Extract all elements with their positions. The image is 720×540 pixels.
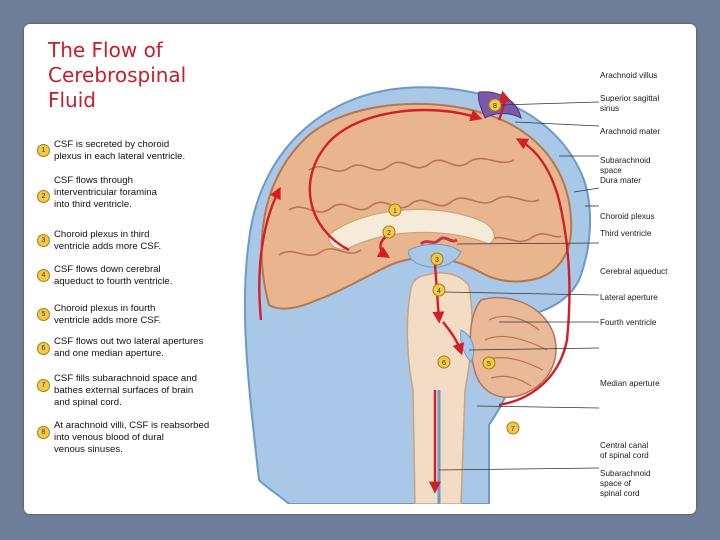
label-arachnoid-villus: Arachnoid villus [600,71,658,80]
step-1-line-1: CSF is secreted by choroid [54,139,170,150]
title-line-3: Fluid [48,88,96,112]
svg-text:3: 3 [435,257,439,264]
step-text-2: CSF flows through interventricular foram… [54,175,254,212]
step-5-line-1: Choroid plexus in fourth [54,303,156,314]
step-6-line-2: and one median aperture. [54,348,164,360]
step-number-3: 3 [37,234,50,247]
step-text-5: Choroid plexus in fourth ventricle adds … [54,303,254,327]
figure-marker-5: 5 [482,356,496,370]
step-number-4: 4 [37,269,50,282]
brain-illustration: 1 2 3 4 5 6 7 8 [243,86,599,504]
step-8-line-2: into venous blood of dural [54,432,164,444]
flow-arrow-posterior [498,138,571,407]
step-number-7: 7 [37,379,50,392]
leader-lines [438,101,599,471]
step-number-1: 1 [37,144,50,157]
label-median-aperture: Median aperture [600,379,660,388]
step-2-line-1: CSF flows through [54,175,133,186]
svg-text:8: 8 [493,103,497,110]
slide-title: The Flow of Cerebrospinal Fluid [48,38,238,113]
slide: The Flow of Cerebrospinal Fluid 1 CSF is… [24,24,696,514]
choroid-plexus-third [419,236,458,246]
label-cerebral-aqueduct: Cerebral aqueduct [600,267,668,276]
label-subarachnoid-space: Subarachnoid space [600,156,651,175]
step-5-line-2: ventricle adds more CSF. [54,315,162,327]
flow-arrow-anterior [258,186,281,321]
title-line-2: Cerebrospinal [48,63,187,87]
svg-text:5: 5 [487,361,491,368]
label-dura-mater: Dura mater [600,176,641,185]
step-3-line-2: ventricle adds more CSF. [54,241,162,253]
step-text-8: At arachnoid villi, CSF is reabsorbed in… [54,420,254,457]
step-8-line-1: At arachnoid villi, CSF is reabsorbed [54,420,210,431]
label-fourth-ventricle: Fourth ventricle [600,318,657,327]
brainstem [406,272,473,504]
step-text-3: Choroid plexus in third ventricle adds m… [54,229,254,253]
flow-arrow-aqueduct [442,321,465,356]
label-subarachnoid-space-spinal: Subarachnoid space of spinal cord [600,469,651,498]
step-2-line-2: interventricular foramina [54,187,157,199]
step-text-1: CSF is secreted by choroid plexus in eac… [54,139,254,163]
label-central-canal: Central canal of spinal cord [600,441,649,460]
step-7-line-3: and spinal cord. [54,397,122,409]
title-line-1: The Flow of [48,38,163,62]
step-1-line-2: plexus in each lateral ventricle. [54,151,186,163]
step-number-6: 6 [37,342,50,355]
fourth-ventricle-shape [460,329,475,363]
step-text-4: CSF flows down cerebral aqueduct to four… [54,264,254,288]
step-8-line-3: venous sinuses. [54,444,123,456]
step-number-2: 2 [37,190,50,203]
svg-text:7: 7 [511,426,515,433]
step-7-line-2: bathes external surfaces of brain [54,385,194,397]
figure-marker-3: 3 [430,252,444,266]
svg-text:1: 1 [393,208,397,215]
figure-marker-7: 7 [506,421,520,435]
step-4-line-2: aqueduct to fourth ventricle. [54,276,173,288]
svg-text:2: 2 [387,230,391,237]
cerebrum [260,102,573,310]
label-choroid-plexus: Choroid plexus [600,212,655,221]
step-text-6: CSF flows out two lateral apertures and … [54,336,254,360]
label-lateral-aperture: Lateral aperture [600,293,658,302]
figure-marker-1: 1 [388,203,402,217]
label-arachnoid-mater: Arachnoid mater [600,127,661,136]
svg-text:4: 4 [437,288,441,295]
step-7-line-1: CSF fills subarachnoid space and [54,373,197,384]
figure-marker-8: 8 [488,98,502,112]
flow-arrow-villus [497,90,511,121]
step-3-line-1: Choroid plexus in third [54,229,150,240]
label-third-ventricle: Third ventricle [600,229,652,238]
step-6-line-1: CSF flows out two lateral apertures [54,336,204,347]
step-4-line-1: CSF flows down cerebral [54,264,161,275]
figure-marker-2: 2 [382,225,396,239]
label-superior-sagittal-sinus: Superior sagittal sinus [600,94,660,113]
figure-marker-4: 4 [432,283,446,297]
step-number-8: 8 [37,426,50,439]
step-number-5: 5 [37,308,50,321]
svg-text:6: 6 [442,360,446,367]
figure-marker-6: 6 [437,355,451,369]
step-2-line-3: into third ventricle. [54,199,132,211]
step-text-7: CSF fills subarachnoid space and bathes … [54,373,254,410]
flow-arrow-lateral [308,108,483,252]
